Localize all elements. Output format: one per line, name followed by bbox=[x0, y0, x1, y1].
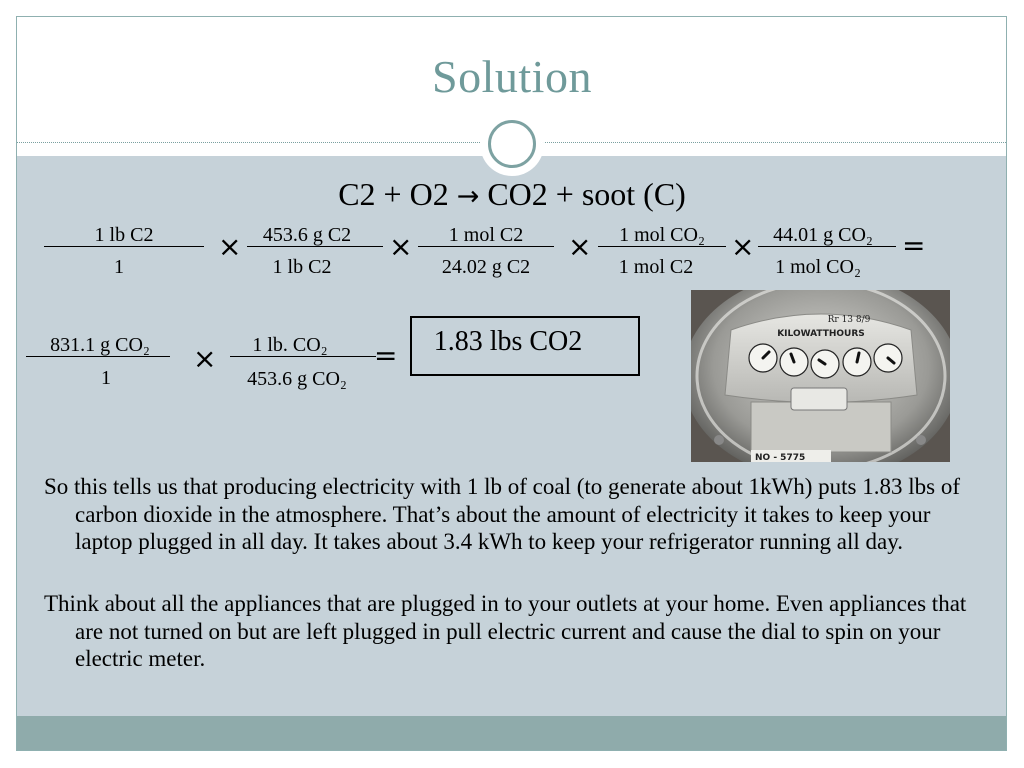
times-sign: × bbox=[389, 230, 413, 263]
slide-frame bbox=[16, 16, 1007, 751]
fraction-3-bar bbox=[418, 246, 554, 247]
times-sign: × bbox=[193, 342, 217, 375]
fraction-6-denominator: 1 bbox=[101, 367, 111, 389]
fraction-1-bar bbox=[44, 246, 204, 247]
fraction-4-numerator: 1 mol CO₂ bbox=[619, 224, 705, 246]
fraction-2-denominator: 1 lb C2 bbox=[272, 256, 332, 278]
fraction-2-bar bbox=[247, 246, 383, 247]
fraction-5-denominator: 1 mol CO₂ bbox=[775, 256, 861, 278]
fraction-7-bar bbox=[230, 356, 376, 357]
equals-sign: = bbox=[902, 229, 926, 262]
meter-label: KILOWATTHOURS bbox=[777, 329, 865, 339]
reaction-products: CO2 + soot (C) bbox=[479, 176, 686, 212]
fraction-1-denominator: 1 bbox=[114, 256, 124, 278]
fraction-7-denominator: 453.6 g CO₂ bbox=[247, 368, 347, 390]
body-paragraph-2: Think about all the appliances that are … bbox=[44, 591, 967, 671]
circle-icon bbox=[488, 120, 536, 168]
equals-sign: = bbox=[374, 339, 398, 372]
slide-title: Solution bbox=[432, 51, 592, 102]
fraction-2-numerator: 453.6 g C2 bbox=[262, 224, 352, 246]
body-paragraph-1: So this tells us that producing electric… bbox=[44, 474, 960, 554]
electric-meter-icon: KILOWATTHOURS Rr 13 8/9 NO - 5775 bbox=[691, 290, 950, 462]
fraction-3-numerator: 1 mol C2 bbox=[448, 224, 524, 246]
fraction-4-bar bbox=[598, 246, 726, 247]
fraction-5-numerator: 44.01 g CO₂ bbox=[773, 224, 873, 246]
times-sign: × bbox=[568, 230, 592, 263]
fraction-7-numerator: 1 lb. CO₂ bbox=[252, 334, 328, 356]
fraction-6-numerator: 831.1 g CO₂ bbox=[50, 334, 150, 356]
reaction-equation: C2 + O2 → CO2 + soot (C) bbox=[0, 176, 1024, 213]
electric-meter-photo: KILOWATTHOURS Rr 13 8/9 NO - 5775 bbox=[691, 290, 950, 462]
fraction-6-bar bbox=[26, 356, 170, 357]
fraction-1-numerator: 1 lb C2 bbox=[94, 224, 154, 246]
fraction-4-denominator: 1 mol C2 bbox=[618, 256, 694, 278]
fraction-5-bar bbox=[758, 246, 896, 247]
answer-value: 1.83 lbs CO2 bbox=[433, 326, 583, 357]
times-sign: × bbox=[218, 230, 242, 263]
meter-top-label: Rr 13 8/9 bbox=[828, 315, 871, 325]
times-sign: × bbox=[731, 230, 755, 263]
answer-box bbox=[410, 316, 640, 376]
meter-plate: NO - 5775 bbox=[755, 453, 805, 462]
fraction-3-denominator: 24.02 g C2 bbox=[441, 256, 531, 278]
reaction-reactants: C2 + O2 bbox=[338, 176, 457, 212]
footer-bar bbox=[17, 716, 1006, 750]
arrow-icon: → bbox=[456, 181, 480, 212]
